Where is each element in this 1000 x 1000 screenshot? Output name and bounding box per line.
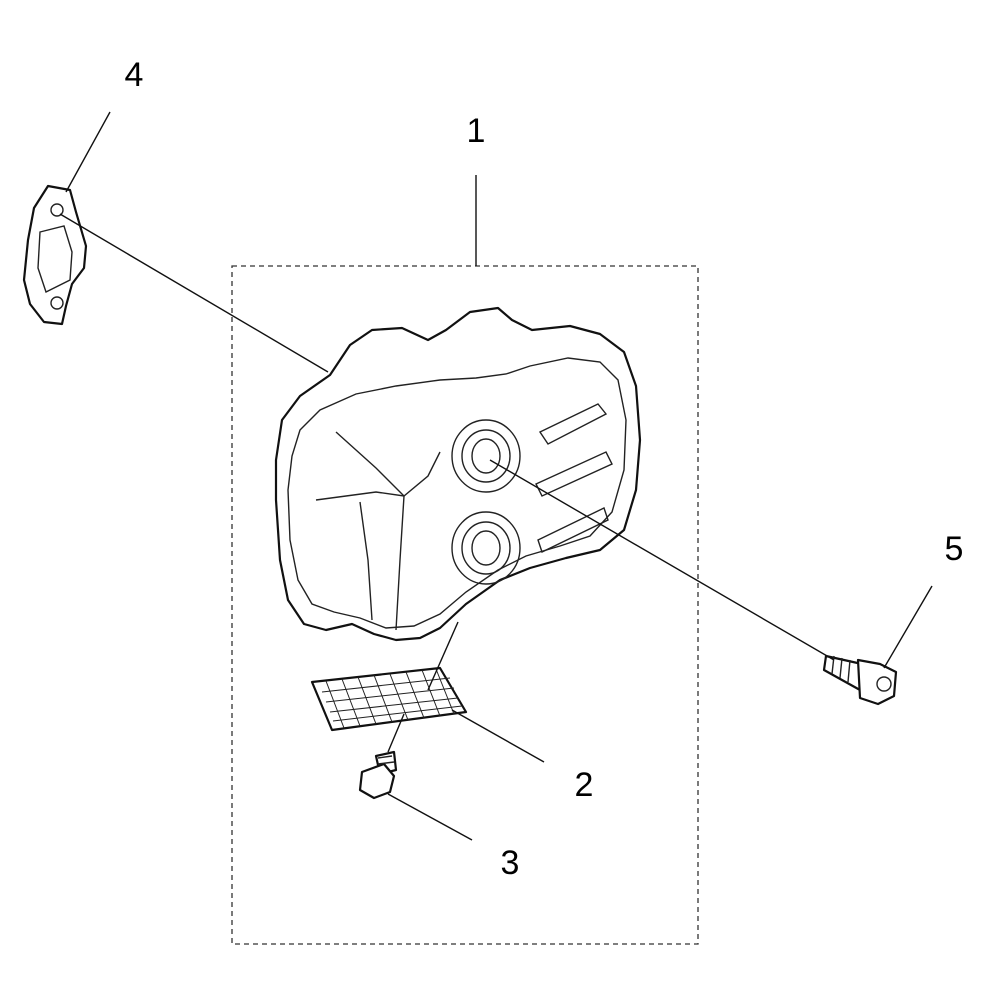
leader-screw-to-screen — [387, 713, 405, 753]
leader-screen-to-muffler — [427, 621, 459, 691]
leader-4 — [65, 111, 111, 193]
callout-3: 3 — [501, 844, 520, 882]
leader-bolt-to-muffler — [489, 459, 835, 661]
callout-1: 1 — [467, 112, 486, 150]
leader-gasket-to-muffler — [59, 213, 329, 373]
leader-3 — [387, 793, 473, 841]
leader-2 — [451, 709, 545, 763]
bolt-part — [822, 654, 898, 706]
assembly-frame — [231, 265, 699, 945]
gasket-part — [22, 184, 88, 326]
callout-4: 4 — [125, 56, 144, 94]
muffler-part — [274, 306, 642, 642]
leader-5 — [883, 585, 933, 669]
screen-part — [310, 666, 468, 732]
callout-5: 5 — [945, 530, 964, 568]
screw-part — [358, 750, 398, 800]
callout-2: 2 — [575, 766, 594, 804]
